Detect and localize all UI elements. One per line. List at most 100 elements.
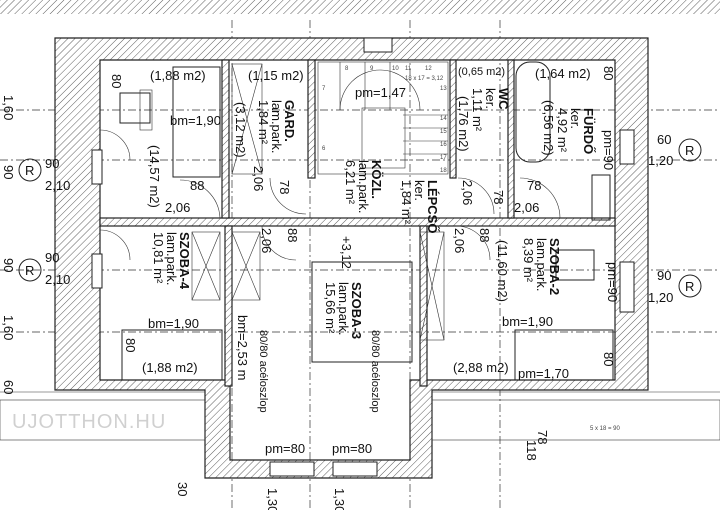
- svg-text:pm=90: pm=90: [605, 262, 620, 302]
- svg-text:(1,76 m2): (1,76 m2): [456, 96, 471, 152]
- svg-text:17: 17: [440, 155, 447, 161]
- svg-text:1,60: 1,60: [1, 315, 16, 340]
- svg-text:80/80 acéloszlop: 80/80 acéloszlop: [369, 330, 381, 413]
- svg-text:78: 78: [277, 180, 292, 194]
- svg-text:(3,12 m2): (3,12 m2): [233, 102, 248, 158]
- svg-text:bm=1,90: bm=1,90: [502, 314, 553, 329]
- doors: [99, 129, 561, 261]
- svg-text:80: 80: [601, 66, 616, 80]
- svg-text:(14,57 m2): (14,57 m2): [147, 145, 162, 208]
- svg-text:78: 78: [491, 190, 506, 204]
- svg-text:1,11 m²: 1,11 m²: [470, 88, 485, 132]
- svg-text:pm=80: pm=80: [332, 441, 372, 456]
- svg-text:2,06: 2,06: [165, 200, 190, 215]
- svg-text:SZOBA-4: SZOBA-4: [177, 232, 192, 290]
- svg-text:R: R: [685, 279, 694, 294]
- svg-text:90: 90: [45, 250, 59, 265]
- svg-text:6,21 m²: 6,21 m²: [343, 160, 358, 205]
- svg-text:ker.: ker.: [483, 88, 498, 109]
- svg-text:1,84 m²: 1,84 m²: [399, 180, 414, 225]
- svg-text:9: 9: [370, 66, 374, 72]
- svg-text:WC: WC: [496, 88, 511, 110]
- outer-walls: [54, 37, 649, 479]
- svg-text:2,06: 2,06: [514, 200, 539, 215]
- svg-text:lam.park.: lam.park.: [164, 232, 179, 285]
- svg-text:R: R: [25, 263, 34, 278]
- svg-text:13: 13: [440, 86, 447, 92]
- svg-text:1,20: 1,20: [648, 290, 673, 305]
- svg-text:(0,65 m2): (0,65 m2): [458, 66, 505, 78]
- svg-text:5 x 18 = 90: 5 x 18 = 90: [590, 426, 621, 432]
- svg-text:FÜRDŐ: FÜRDŐ: [581, 108, 596, 154]
- svg-text:6: 6: [322, 146, 326, 152]
- stair-step-numbers: 6 7 8 9 10 11 12 13 14 15 16 17 18: [322, 66, 447, 174]
- furniture: [119, 61, 614, 381]
- svg-text:14: 14: [440, 116, 447, 122]
- svg-text:(1,64 m2): (1,64 m2): [535, 66, 591, 81]
- windows: [91, 37, 635, 477]
- dimension-labels: 80 bm=1,90 88 2,06 2,06 78 pm=1,47 18 x …: [1, 66, 673, 510]
- svg-text:10: 10: [392, 66, 399, 72]
- svg-text:2,06: 2,06: [259, 228, 274, 253]
- svg-text:R: R: [25, 163, 34, 178]
- watermark: UJOTTHON.HU: [12, 411, 166, 433]
- svg-text:SZOBA-2: SZOBA-2: [547, 238, 562, 295]
- svg-text:2,06: 2,06: [251, 166, 266, 191]
- svg-text:4,92 m²: 4,92 m²: [555, 108, 570, 153]
- svg-text:GARD.: GARD.: [282, 100, 297, 142]
- svg-text:90: 90: [45, 156, 59, 171]
- svg-text:pm=1,47: pm=1,47: [355, 85, 406, 100]
- svg-text:88: 88: [190, 178, 204, 193]
- svg-text:80: 80: [123, 338, 138, 352]
- svg-text:7: 7: [322, 86, 326, 92]
- svg-text:12: 12: [425, 66, 432, 72]
- svg-text:1,84 m²: 1,84 m²: [256, 100, 271, 145]
- svg-text:KÖZL.: KÖZL.: [369, 160, 384, 199]
- svg-text:80: 80: [601, 352, 616, 366]
- svg-text:(1,88 m2): (1,88 m2): [142, 360, 198, 375]
- eaves: [0, 391, 720, 441]
- svg-text:10,81 m²: 10,81 m²: [151, 232, 166, 284]
- svg-text:lam.park.: lam.park.: [336, 282, 351, 335]
- staircase: [317, 61, 449, 175]
- svg-text:60: 60: [657, 132, 671, 147]
- svg-text:lam.park.: lam.park.: [534, 238, 549, 291]
- svg-text:11: 11: [405, 66, 412, 72]
- svg-text:(2,88 m2): (2,88 m2): [453, 360, 509, 375]
- window-tags: R R R R: [18, 138, 702, 298]
- svg-text:+3,12: +3,12: [339, 236, 354, 269]
- svg-text:16: 16: [440, 142, 447, 148]
- svg-text:80: 80: [109, 74, 124, 88]
- wardrobes: [191, 63, 445, 341]
- svg-text:2,10: 2,10: [45, 272, 70, 287]
- svg-text:2,10: 2,10: [45, 178, 70, 193]
- svg-text:1,20: 1,20: [648, 153, 673, 168]
- svg-text:15,66 m²: 15,66 m²: [323, 282, 338, 334]
- svg-text:(11,60 m2): (11,60 m2): [495, 240, 510, 302]
- svg-text:lam.park.: lam.park.: [356, 160, 371, 213]
- svg-text:SZOBA-3: SZOBA-3: [349, 282, 364, 339]
- svg-text:LÉPCSŐ: LÉPCSŐ: [425, 180, 440, 233]
- svg-text:1,60: 1,60: [1, 95, 16, 120]
- svg-text:bm=2,53 m: bm=2,53 m: [235, 315, 250, 380]
- svg-text:pm=80: pm=80: [265, 441, 305, 456]
- roof-edge-top: [0, 0, 720, 14]
- svg-text:15: 15: [440, 129, 447, 135]
- svg-text:(6,56 m2): (6,56 m2): [541, 100, 556, 156]
- svg-text:8: 8: [345, 66, 349, 72]
- svg-text:lam.park.: lam.park.: [269, 100, 284, 153]
- svg-text:88: 88: [285, 228, 300, 242]
- svg-text:bm=1,90: bm=1,90: [170, 113, 221, 128]
- svg-text:78: 78: [535, 430, 550, 444]
- svg-text:30: 30: [175, 482, 190, 496]
- svg-text:pm=1,70: pm=1,70: [518, 366, 569, 381]
- svg-text:bm=1,90: bm=1,90: [148, 316, 199, 331]
- svg-text:2,06: 2,06: [460, 180, 475, 205]
- svg-text:78: 78: [527, 178, 541, 193]
- svg-text:2,06: 2,06: [452, 228, 467, 253]
- svg-text:ker.: ker.: [568, 108, 583, 129]
- svg-text:1,30: 1,30: [332, 488, 347, 510]
- svg-text:pm=90: pm=90: [601, 130, 616, 170]
- svg-text:90: 90: [1, 165, 16, 179]
